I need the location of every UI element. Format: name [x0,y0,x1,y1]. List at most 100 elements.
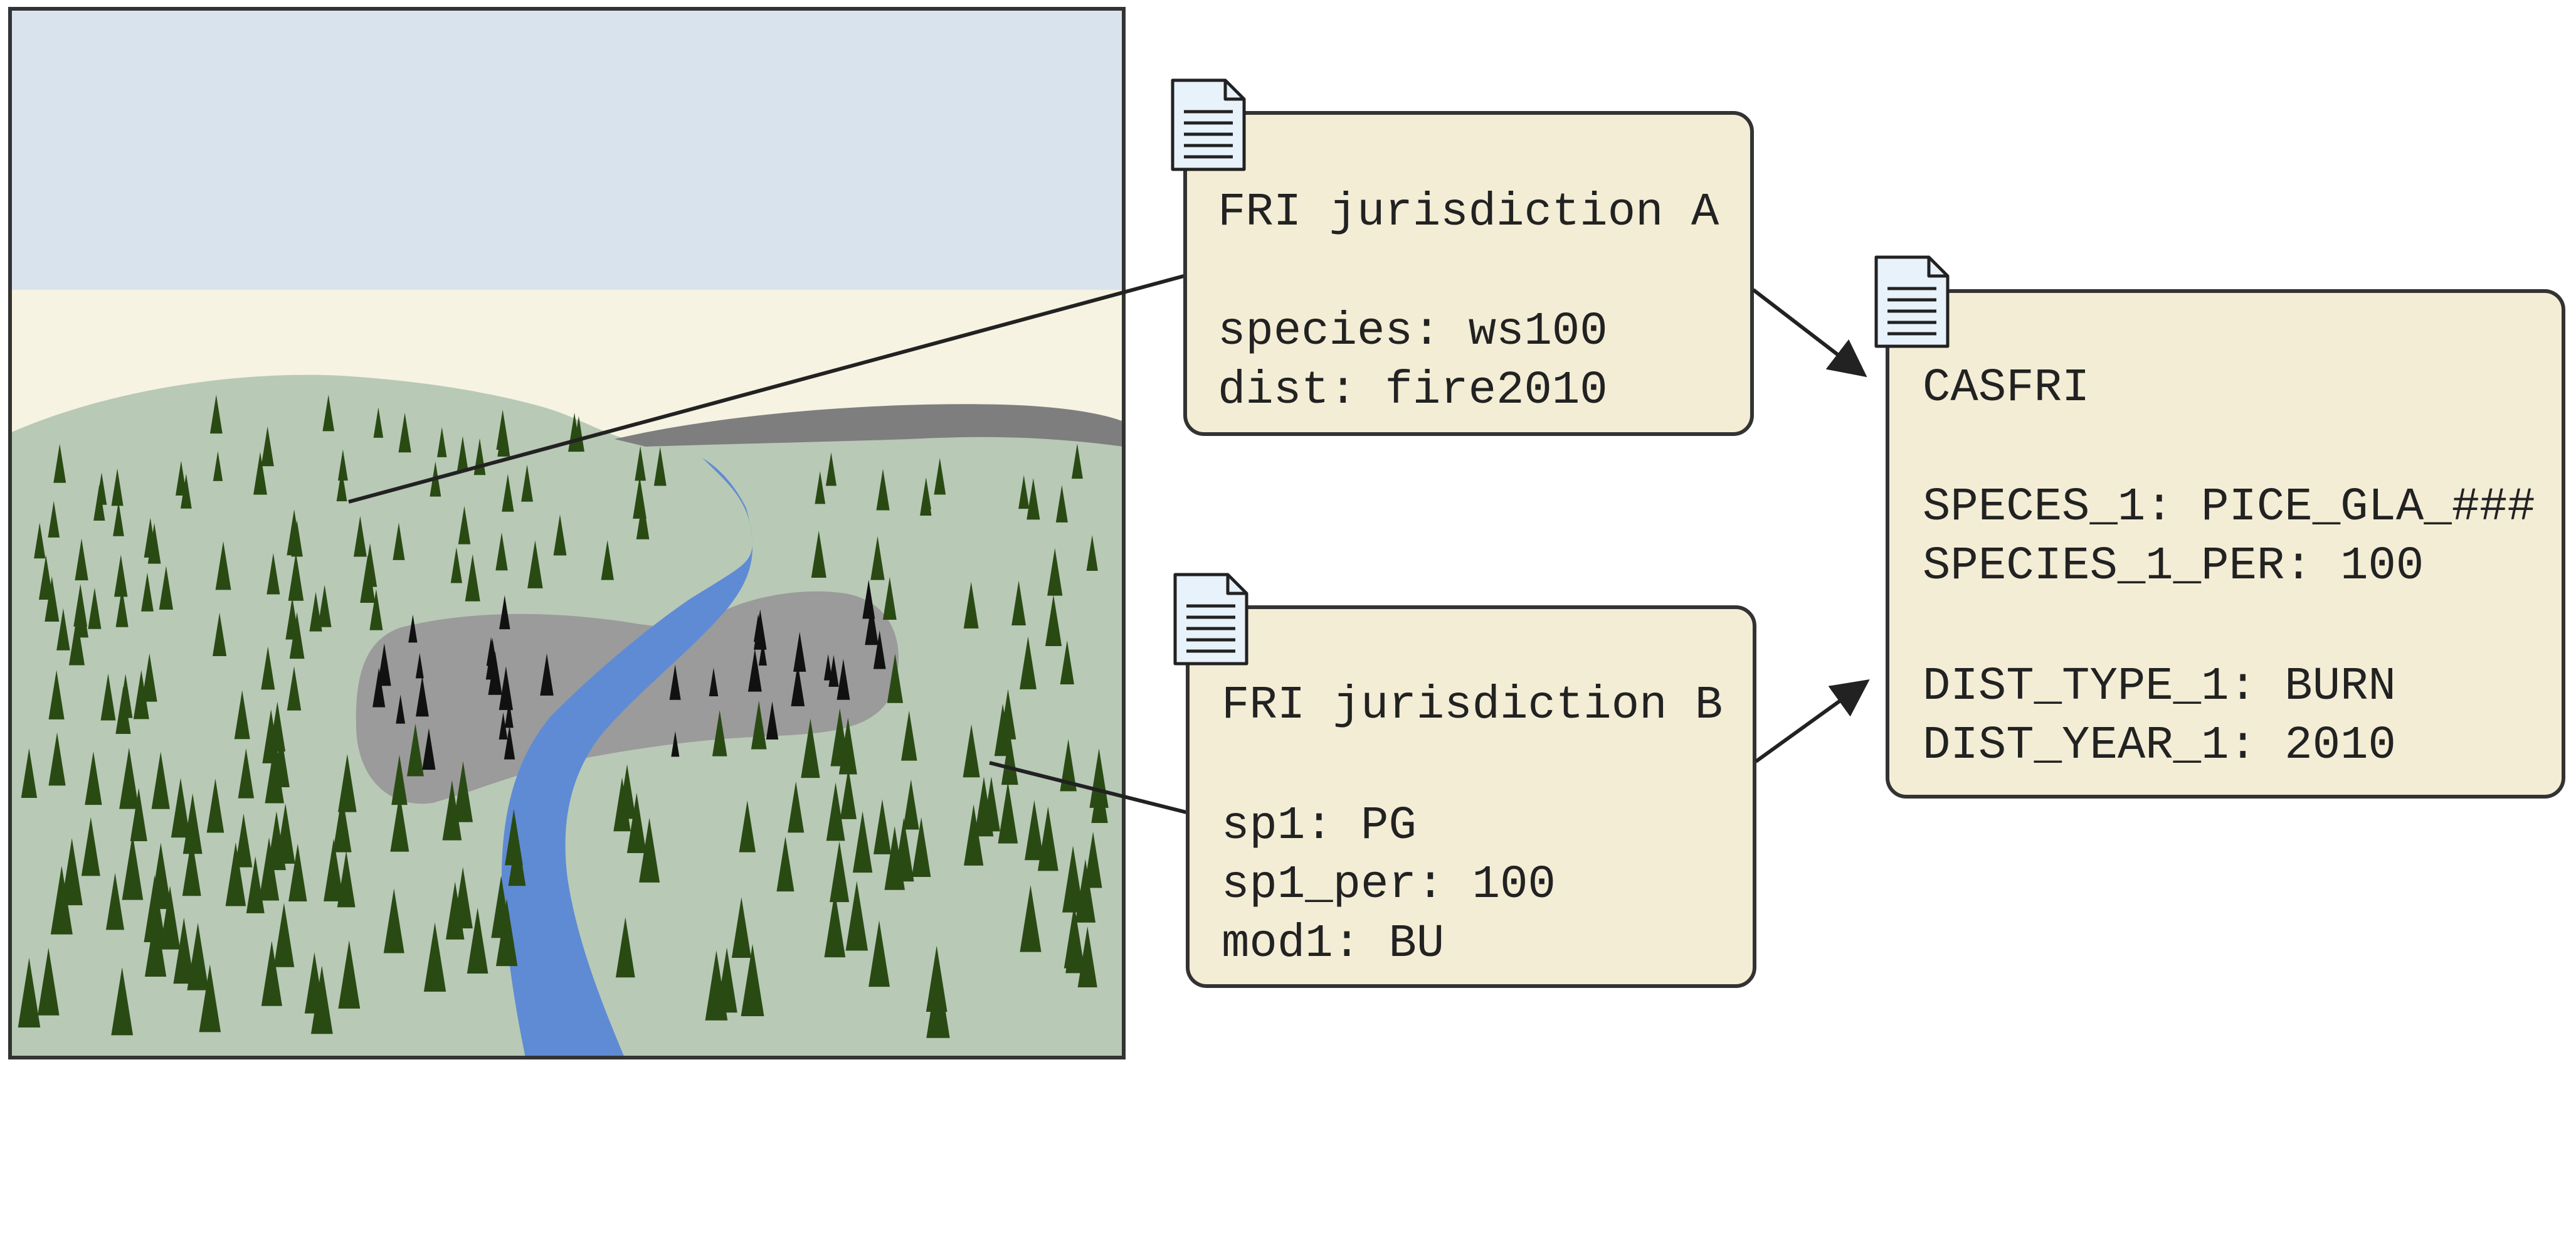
conifer-tree [373,407,384,438]
conifer-tree [111,967,134,1036]
document-icon [1171,78,1246,171]
conifer-tree [901,711,917,761]
conifer-tree [122,834,144,900]
conifer-tree [88,587,102,629]
conifer-tree [34,523,46,559]
conifer-tree [383,888,404,953]
burnt-tree [766,701,779,740]
conifer-tree [182,793,203,854]
conifer-tree [705,950,728,1021]
conifer-tree [213,612,227,656]
conifer-tree [262,709,280,763]
conifer-tree [21,748,38,798]
conifer-tree [868,920,890,987]
burnt-tree [747,649,762,692]
conifer-tree [285,597,299,640]
conifer-tree [1091,771,1108,824]
burnt-tree [396,694,406,724]
conifer-tree [261,940,282,1006]
conifer-tree [105,873,125,930]
conifer-tree [450,547,462,583]
conifer-tree [465,554,480,602]
burnt-tree [823,654,833,681]
conifer-tree [458,506,471,544]
conifer-tree [633,476,647,519]
conifer-tree [1020,885,1042,952]
conifer-tree [265,743,285,804]
conifer-tree [573,416,585,452]
conifer-tree [1055,485,1068,523]
arrow-b-to-casfri [1755,679,1870,763]
conifer-tree [275,803,295,864]
conifer-tree [337,449,348,481]
conifer-tree [118,674,133,718]
conifer-tree [1060,739,1077,792]
leader-line-b [989,761,1190,815]
conifer-tree [336,468,347,502]
conifer-tree [1062,846,1084,913]
conifer-tree [1047,548,1063,596]
conifer-tree [902,779,919,830]
landscape-scene [10,9,1124,1058]
burnt-tree [709,667,719,697]
conifer-tree [73,583,88,627]
card-casfri: CASFRI SPECES_1: PICE_GLA_### SPECIES_1_… [1886,289,2565,799]
conifer-tree [467,908,488,974]
conifer-tree [159,886,181,950]
burnt-tree [754,613,763,642]
conifer-tree [267,553,280,595]
casfri-line3: DIST_TYPE_1: BURN [1923,661,2396,713]
burnt-tree [758,640,767,666]
conifer-tree [618,764,636,819]
card-jurisdiction-b: FRI jurisdiction B sp1: PG sp1_per: 100 … [1186,605,1756,988]
conifer-tree [225,842,246,906]
burnt-tree [499,666,514,710]
conifer-tree [974,777,994,837]
conifer-tree [209,395,223,434]
conifer-tree [826,782,845,841]
conifer-tree [751,701,767,750]
conifer-tree [234,690,250,740]
conifer-tree [1027,478,1040,520]
conifer-tree [332,794,352,852]
conifer-tree [788,781,805,833]
burnt-tree [862,580,875,619]
conifer-tree [635,446,646,481]
conifer-tree [998,781,1018,844]
burnt-tree [791,663,805,706]
conifer-tree [437,427,447,457]
conifer-tree [324,838,344,901]
conifer-tree [180,474,192,509]
casfri-title: CASFRI [1923,362,2089,415]
card-b-line1: sp1: PG [1222,800,1417,852]
conifer-tree [887,653,904,703]
conifer-tree [553,514,567,556]
arrow-a-to-casfri [1752,288,1867,378]
conifer-tree [238,748,255,799]
conifer-tree [502,474,514,512]
burnt-tree [408,614,418,643]
conifer-tree [273,903,295,967]
conifer-tree [75,538,88,581]
conifer-tree [141,572,154,612]
conifer-tree [1065,911,1085,974]
conifer-tree [61,838,83,906]
conifer-tree [18,957,41,1028]
conifer-tree [457,436,468,472]
river [502,458,752,1058]
burnt-tree [837,659,850,700]
conifer-tree [144,875,166,943]
conifer-tree [337,851,356,908]
conifer-tree [38,947,60,1016]
conifer-tree [1086,534,1098,571]
conifer-tree [261,426,274,467]
conifer-tree [96,472,107,505]
conifer-tree [739,800,756,852]
conifer-tree [636,499,650,539]
burnt-tree [422,728,436,770]
conifer-tree [527,540,543,588]
conifer-tree [453,867,473,928]
conifer-tree [964,804,984,866]
conifer-tree [1025,800,1044,861]
